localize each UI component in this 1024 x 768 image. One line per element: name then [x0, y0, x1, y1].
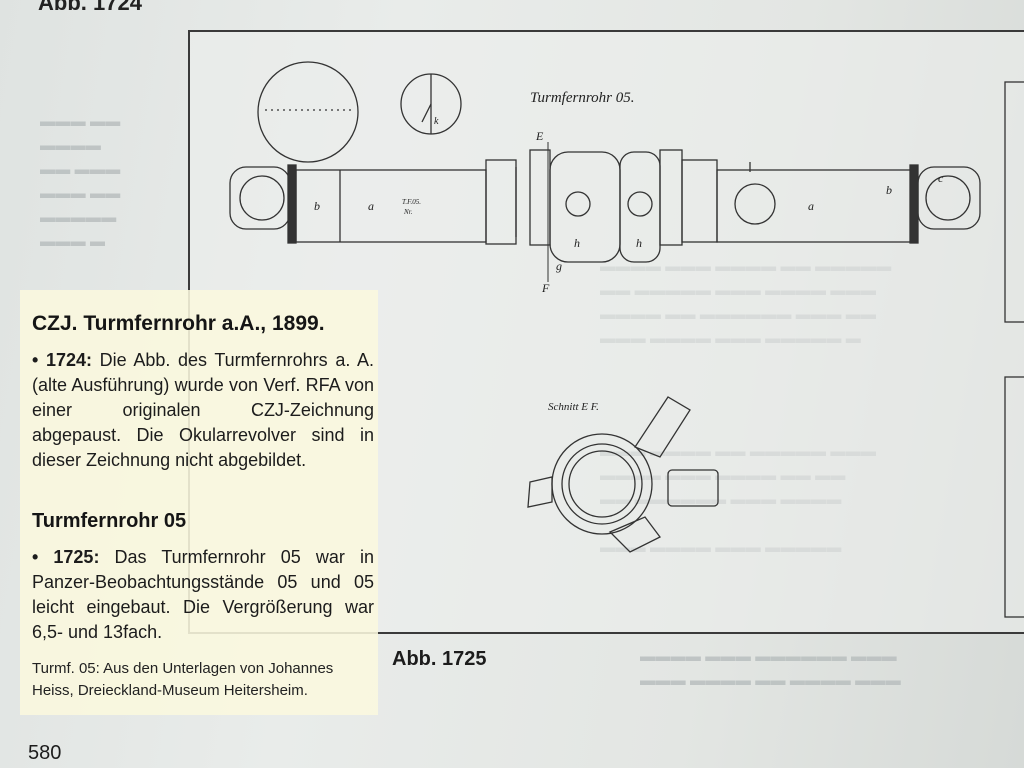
figure-label-1724: Abb. 1724 — [38, 0, 142, 15]
band-right — [909, 164, 919, 244]
page-number: 580 — [28, 742, 62, 764]
section-ring-outer — [551, 433, 653, 535]
caption-ref-2: • 1725: — [32, 547, 100, 567]
prism-housing — [529, 149, 551, 246]
eyepiece-block-h1 — [549, 151, 621, 263]
caption-title-1: CZJ. Turmfernrohr a.A., 1899. — [32, 312, 325, 335]
drawing-title: Turmfernrohr 05. — [530, 90, 634, 106]
mark-a-right: a — [808, 199, 814, 213]
mark-nr: Nr. — [403, 208, 413, 216]
tube-section-a — [295, 169, 487, 243]
mark-c: c — [938, 171, 944, 185]
caption-body-2: Das Turmfernrohr 05 war in Panzer-Beobac… — [32, 547, 374, 642]
band-left — [287, 164, 297, 244]
caption-ref-1: • 1724: — [32, 350, 92, 370]
reticle-circle-large — [257, 61, 359, 163]
mark-f: F — [541, 281, 550, 295]
mark-b-left: b — [314, 199, 320, 213]
bleed-through-text: ▬▬▬ ▬▬▬▬▬▬▬▬ ▬▬▬▬▬▬ ▬▬▬▬▬▬▬▬▬▬ ▬ — [40, 114, 121, 250]
caption-title-2: Turmfernrohr 05 — [32, 510, 187, 532]
tube-section-right — [716, 169, 913, 243]
mark-b-right: b — [886, 183, 892, 197]
caption-body-1: Die Abb. des Turmfernrohrs a. A. (alte A… — [32, 350, 375, 470]
section-title: Schnitt E F. — [548, 401, 599, 413]
mark-h-2: h — [636, 236, 642, 250]
figure-label-1725: Abb. 1725 — [392, 648, 487, 670]
telescope-drawing: Turmfernrohr 05. Schnitt E F. b a T.F.05… — [229, 61, 1024, 618]
mark-tf05: T.F.05. — [402, 198, 421, 206]
side-eyepiece — [667, 469, 719, 507]
mark-g: g — [556, 259, 562, 273]
angled-eyepiece — [634, 396, 691, 458]
mark-h-1: h — [574, 236, 580, 250]
mark-e: E — [535, 129, 544, 143]
caption-box: CZJ. Turmfernrohr a.A., 1899. • 1724: Di… — [20, 290, 378, 715]
mark-a-left: a — [368, 199, 374, 213]
caption-credit: Turmf. 05: Aus den Unterlagen von Johann… — [32, 660, 334, 699]
mark-k: k — [434, 116, 439, 127]
caption-text-2: • 1725: Das Turmfernrohr 05 war in Panze… — [32, 545, 374, 645]
objective-cap-right — [917, 166, 981, 230]
caption-text-1: • 1724: Die Abb. des Turmfernrohrs a. A.… — [32, 348, 374, 473]
focus-wheel — [734, 183, 776, 225]
bleed-through-text: ▬▬▬▬ ▬▬▬ ▬▬▬▬▬▬ ▬▬▬▬▬▬ ▬▬▬▬ ▬▬ ▬▬▬▬ ▬▬▬ — [640, 649, 901, 689]
